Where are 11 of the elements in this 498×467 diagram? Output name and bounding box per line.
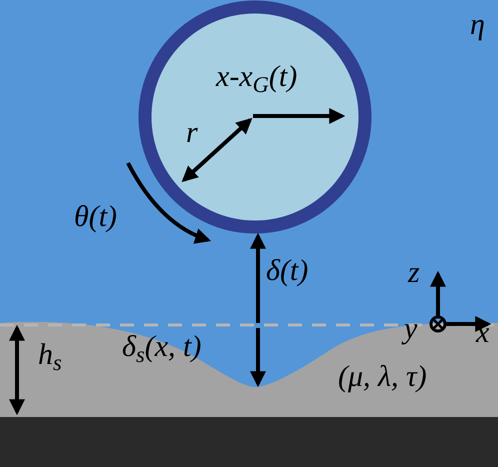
rotation-label: θ(t): [74, 202, 118, 232]
position-label: x-x$_{G}$(t): [216, 62, 298, 92]
deformation-label: δ$_{s}$(x, t): [122, 332, 202, 362]
radius-label: r: [186, 118, 198, 148]
axis-label: x: [476, 318, 490, 348]
gap-label: δ(t): [266, 256, 308, 286]
axis-label: z: [408, 258, 420, 288]
material-label: (μ, λ, τ): [338, 362, 427, 392]
viscosity-label: η: [470, 10, 485, 40]
axis-label: y: [404, 314, 418, 344]
thickness-label: h$_{s}$: [38, 340, 62, 370]
